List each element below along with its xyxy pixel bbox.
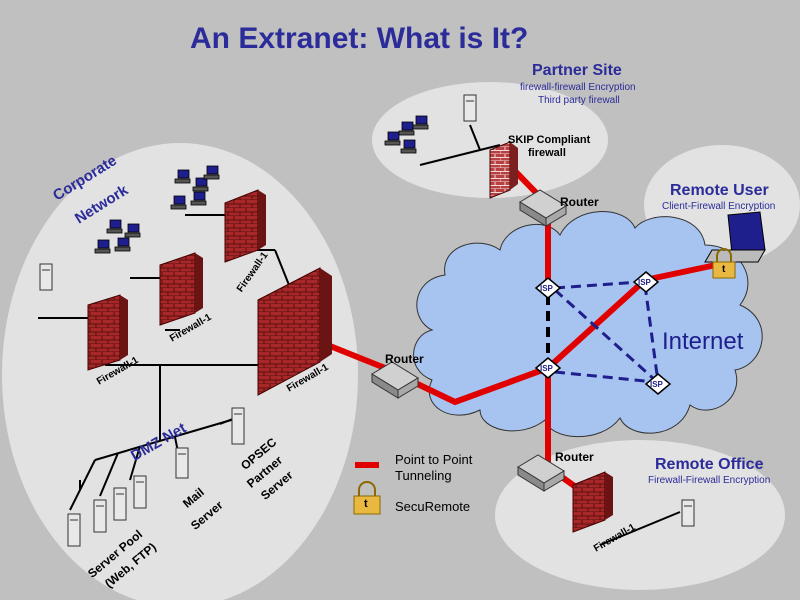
isp-node [644,373,672,395]
workstation-group [94,115,429,254]
server-tower [39,94,695,547]
router-label: Router [555,450,594,464]
router-label: Router [560,195,599,209]
remote-office-heading: Remote Office [655,456,764,473]
internet-label: Internet [662,328,744,355]
laptop [704,211,766,263]
firewall [87,294,128,371]
firewall [572,471,613,533]
remote-user-line1: Client-Firewall Encryption [662,201,776,212]
partner-site-region [372,82,608,198]
router-label: Router [385,352,424,366]
isp-links [553,280,660,384]
partner-site-line2: Third party firewall [538,95,620,106]
firewall [257,267,332,396]
router [519,189,567,227]
isp-label: ISP [650,380,663,389]
remote-office-line1: Firewall-Firewall Encryption [648,475,771,486]
legend-tunnel-swatch [355,462,379,468]
firewall [159,252,203,326]
legend-lock-letter: t [364,498,368,510]
isp-node [534,277,562,299]
router [371,361,419,399]
corporate-network-region [2,143,358,600]
legend-lock-icon [353,481,381,515]
isp-label: ISP [540,364,553,373]
partner-site-heading: Partner Site [532,62,622,79]
isp-node [632,271,660,293]
internet-cloud [413,211,763,438]
lock-letter: t [722,264,726,275]
firewall [489,141,518,199]
router [517,454,565,492]
legend-tunnel-label-1: Point to Point [395,452,473,467]
legend-tunnel-label-2: Tunneling [395,468,452,483]
page-title: An Extranet: What is It? [190,22,529,55]
isp-node [534,357,562,379]
isp-label: ISP [638,278,651,287]
partner-firewall-label-2: firewall [528,147,566,159]
remote-user-heading: Remote User [670,182,769,199]
legend-securemote-label: SecuRemote [395,499,471,514]
isp-label: ISP [540,284,553,293]
partner-firewall-label-1: SKIP Compliant [508,134,591,146]
firewall [224,189,266,263]
lock-icon [712,248,736,279]
partner-site-line1: firewall-firewall Encryption [520,82,636,93]
